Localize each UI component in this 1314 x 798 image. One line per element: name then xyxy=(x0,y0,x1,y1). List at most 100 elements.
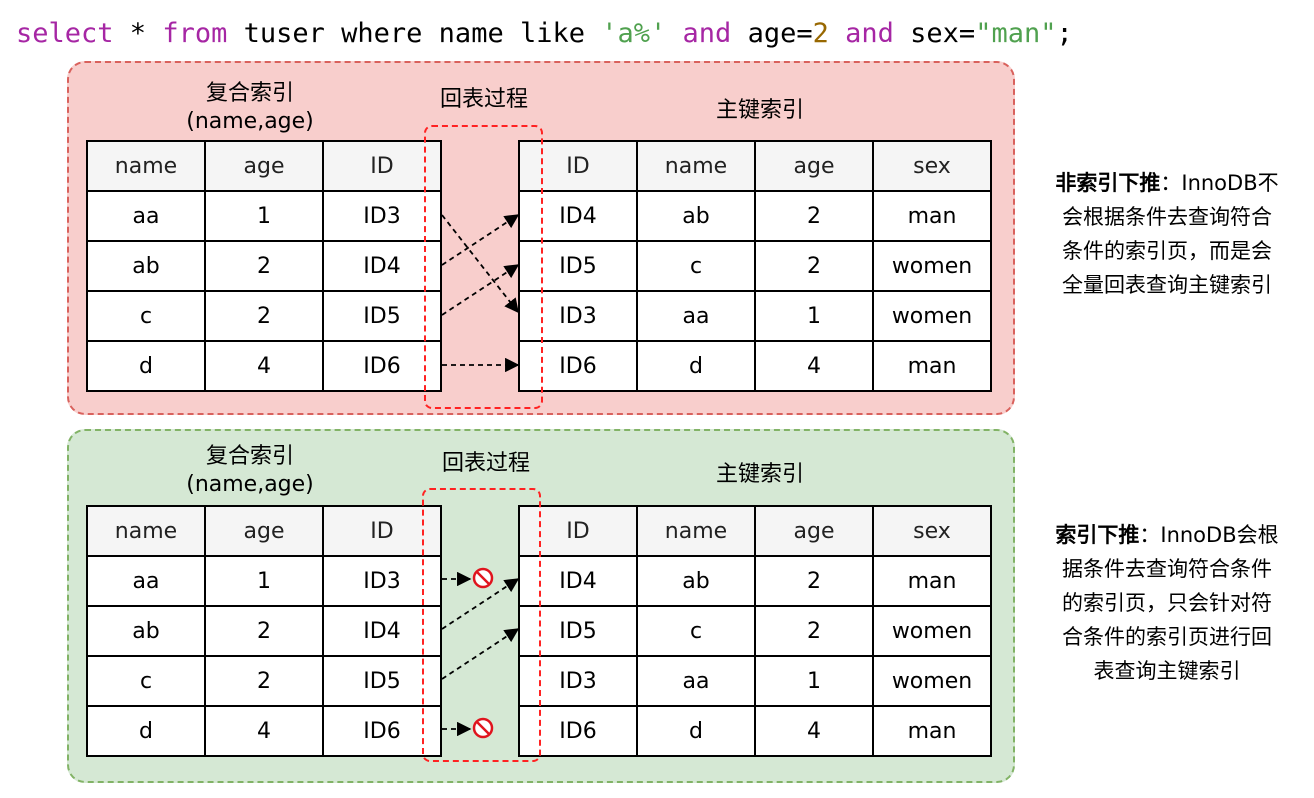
dashed-arrow-icon xyxy=(441,578,520,630)
primary-index-label-bottom: 主键索引 xyxy=(715,462,804,487)
header-cell-sex: sex xyxy=(872,505,992,557)
sql-text-3: sex= xyxy=(893,18,976,49)
table-cell: aa xyxy=(86,190,206,242)
table-row: ID4 ab 2 man xyxy=(518,555,992,607)
lookup-label-top: 回表过程 xyxy=(439,87,528,112)
table-cell: ID3 xyxy=(518,290,638,342)
table-cell: d xyxy=(636,340,756,392)
table-cell: c xyxy=(86,290,206,342)
dashed-arrow-icon xyxy=(441,264,520,316)
composite-index-title: 复合索引 xyxy=(205,444,294,469)
table-cell: 1 xyxy=(204,190,324,242)
header-cell-name: name xyxy=(636,140,756,192)
table-cell: aa xyxy=(636,290,756,342)
table-cell: ID6 xyxy=(518,705,638,757)
table-cell: d xyxy=(86,340,206,392)
table-cell: 4 xyxy=(204,705,324,757)
table-cell: 1 xyxy=(754,290,874,342)
table-cell: 2 xyxy=(754,190,874,242)
primary-index-table-bottom: ID name age sex ID4 ab 2 man ID5 c 2 wom… xyxy=(518,505,992,757)
primary-index-table-top: ID name age sex ID4 ab 2 man ID5 c 2 wom… xyxy=(518,140,992,392)
sql-text-1: tuser where name like xyxy=(227,18,602,49)
header-cell-name: name xyxy=(86,140,206,192)
table-cell: ID4 xyxy=(518,555,638,607)
sql-string-man: "man" xyxy=(975,18,1057,49)
table-row: aa 1 ID3 xyxy=(86,555,442,607)
sql-keyword-and-2: and xyxy=(845,18,894,49)
dashed-arrow-icon xyxy=(441,628,520,680)
table-cell: 1 xyxy=(204,555,324,607)
header-cell-age: age xyxy=(204,140,324,192)
table-cell: d xyxy=(86,705,206,757)
sql-text-2: age= xyxy=(731,18,813,49)
header-cell-id: ID xyxy=(518,505,638,557)
table-cell: man xyxy=(872,555,992,607)
table-cell: 4 xyxy=(204,340,324,392)
table-cell: ID3 xyxy=(518,655,638,707)
table-cell: women xyxy=(872,605,992,657)
table-row: aa 1 ID3 xyxy=(86,190,442,242)
dashed-arrow-icon xyxy=(441,214,519,314)
table-row: ID4 ab 2 man xyxy=(518,190,992,242)
table-cell: ID3 xyxy=(322,190,442,242)
note-line: 合条件的索引页进行回 xyxy=(1062,625,1272,649)
table-cell: ID4 xyxy=(518,190,638,242)
no-entry-icon xyxy=(472,717,494,739)
table-row: d 4 ID6 xyxy=(86,340,442,392)
table-header-row: ID name age sex xyxy=(518,505,992,557)
header-cell-sex: sex xyxy=(872,140,992,192)
table-cell: ab xyxy=(86,240,206,292)
table-row: ab 2 ID4 xyxy=(86,240,442,292)
header-cell-age: age xyxy=(204,505,324,557)
dashed-arrow-icon xyxy=(441,214,520,266)
table-cell: ab xyxy=(636,555,756,607)
table-cell: ab xyxy=(86,605,206,657)
table-cell: ID5 xyxy=(322,290,442,342)
table-row: ID6 d 4 man xyxy=(518,340,992,392)
table-cell: 2 xyxy=(754,240,874,292)
table-row: ID3 aa 1 women xyxy=(518,655,992,707)
table-cell: 4 xyxy=(754,705,874,757)
header-cell-age: age xyxy=(754,140,874,192)
lookup-region-box-bottom xyxy=(422,488,541,762)
no-pushdown-note: 非索引下推：InnoDB不 会根据条件去查询符合 条件的索引页，而是会 全量回表… xyxy=(1022,166,1312,302)
sql-string-pattern: 'a%' xyxy=(601,18,667,49)
table-cell: women xyxy=(872,655,992,707)
table-row: ID3 aa 1 women xyxy=(518,290,992,342)
composite-index-subtitle: (name,age) xyxy=(186,109,314,134)
table-cell: ID4 xyxy=(322,240,442,292)
table-header-row: ID name age sex xyxy=(518,140,992,192)
no-entry-icon xyxy=(472,567,494,589)
note-bold-title: 非索引下推 xyxy=(1055,171,1161,195)
table-header-row: name age ID xyxy=(86,140,442,192)
table-cell: man xyxy=(872,190,992,242)
table-row: ab 2 ID4 xyxy=(86,605,442,657)
note-line: ：InnoDB不 xyxy=(1160,171,1279,195)
table-cell: ID5 xyxy=(518,605,638,657)
table-cell: c xyxy=(86,655,206,707)
note-bold-title: 索引下推 xyxy=(1055,523,1140,547)
sql-star: * xyxy=(113,18,163,49)
table-cell: women xyxy=(872,290,992,342)
note-line: ：InnoDB会根 xyxy=(1139,523,1279,547)
table-cell: c xyxy=(636,240,756,292)
table-cell: 2 xyxy=(754,555,874,607)
table-cell: 4 xyxy=(754,340,874,392)
header-cell-name: name xyxy=(636,505,756,557)
table-cell: c xyxy=(636,605,756,657)
table-cell: 2 xyxy=(204,290,324,342)
sql-keyword-from: from xyxy=(162,18,228,49)
note-line: 的索引页，只会针对符 xyxy=(1062,591,1272,615)
table-cell: ID6 xyxy=(518,340,638,392)
note-line: 表查询主键索引 xyxy=(1093,659,1241,683)
sql-number: 2 xyxy=(812,18,829,49)
table-cell: 2 xyxy=(204,655,324,707)
table-row: ID5 c 2 women xyxy=(518,240,992,292)
composite-index-subtitle: (name,age) xyxy=(186,472,314,497)
note-line: 全量回表查询主键索引 xyxy=(1062,273,1272,297)
composite-index-label-bottom: 复合索引 (name,age) xyxy=(180,443,320,499)
table-row: ID5 c 2 women xyxy=(518,605,992,657)
table-row: c 2 ID5 xyxy=(86,290,442,342)
lookup-region-box-top xyxy=(424,125,543,409)
